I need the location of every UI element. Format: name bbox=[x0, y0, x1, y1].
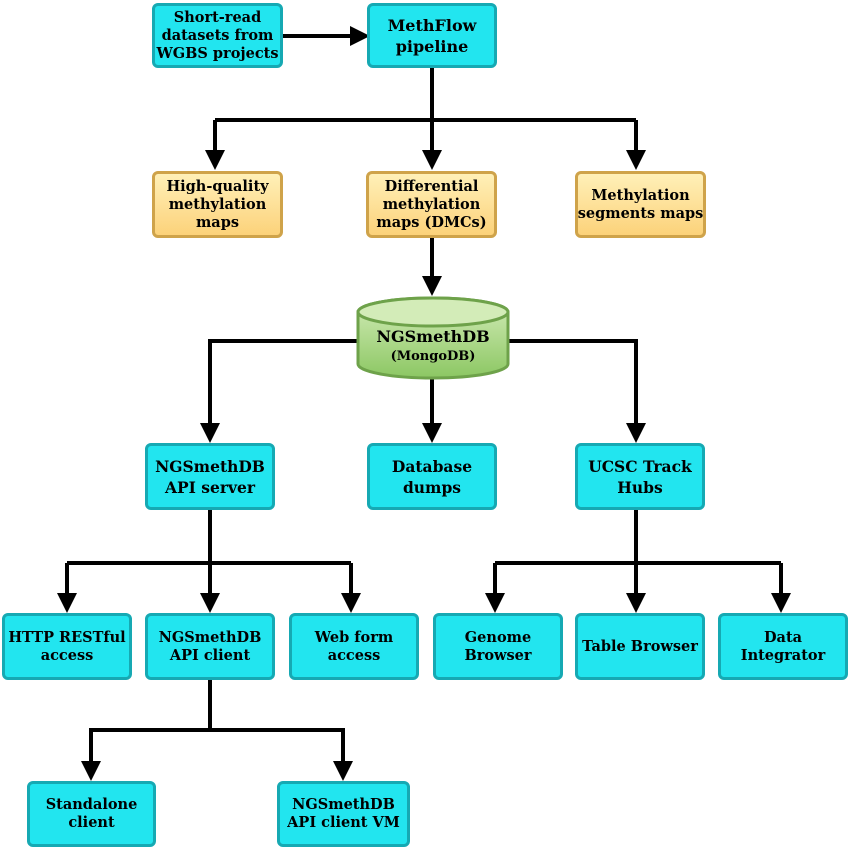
node-standalone-client: Standalone client bbox=[27, 781, 156, 847]
arrowhead bbox=[422, 276, 442, 296]
arrowheads bbox=[57, 26, 791, 781]
arrowhead bbox=[626, 150, 646, 170]
arrowhead bbox=[422, 423, 442, 443]
edge-db-outputs bbox=[208, 339, 638, 425]
edge-apiclient-deploy bbox=[89, 680, 345, 763]
arrowhead bbox=[626, 593, 646, 613]
node-api-client: NGSmethDB API client bbox=[145, 613, 275, 680]
arrowhead bbox=[350, 26, 370, 46]
node-web-form-access: Web form access bbox=[289, 613, 419, 680]
node-api-server: NGSmethDB API server bbox=[145, 443, 275, 510]
arrowhead bbox=[81, 761, 101, 781]
node-differential-maps: Differential methylation maps (DMCs) bbox=[366, 171, 497, 238]
node-methflow-pipeline: MethFlow pipeline bbox=[367, 3, 497, 68]
node-data-integrator: Data Integrator bbox=[718, 613, 848, 680]
node-api-client-vm: NGSmethDB API client VM bbox=[277, 781, 410, 847]
edge-methflow-maps bbox=[213, 68, 638, 152]
node-ucsc-track-hubs: UCSC Track Hubs bbox=[575, 443, 705, 510]
edge-ucsc-tools bbox=[493, 510, 783, 595]
node-http-restful-access: HTTP RESTful access bbox=[2, 613, 132, 680]
arrowhead bbox=[57, 593, 77, 613]
arrowhead bbox=[333, 761, 353, 781]
node-high-quality-maps: High-quality methylation maps bbox=[152, 171, 283, 238]
node-database-dumps: Database dumps bbox=[367, 443, 497, 510]
arrowhead bbox=[485, 593, 505, 613]
node-short-read-datasets: Short-read datasets from WGBS projects bbox=[152, 3, 283, 68]
arrowhead bbox=[200, 423, 220, 443]
arrowhead bbox=[205, 150, 225, 170]
node-segments-maps: Methylation segments maps bbox=[575, 171, 706, 238]
node-ngsmethdb-database: NGSmethDB (MongoDB) bbox=[376, 327, 490, 364]
node-table-browser: Table Browser bbox=[575, 613, 705, 680]
node-genome-browser: Genome Browser bbox=[433, 613, 563, 680]
database-cylinder-icon bbox=[356, 296, 510, 380]
arrowhead bbox=[422, 150, 442, 170]
arrowhead bbox=[771, 593, 791, 613]
arrowhead bbox=[626, 423, 646, 443]
arrowhead bbox=[200, 593, 220, 613]
edge-apiserver-clients bbox=[65, 510, 353, 595]
arrowhead bbox=[341, 593, 361, 613]
